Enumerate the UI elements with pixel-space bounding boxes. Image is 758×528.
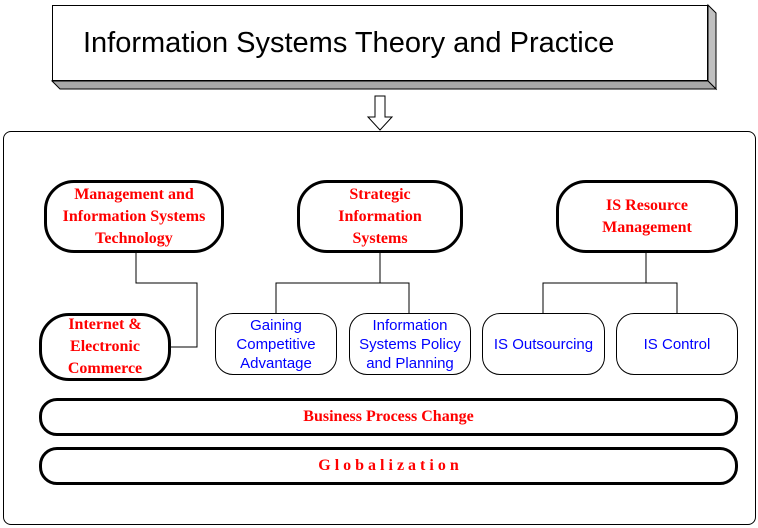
- title-shadow-right: [707, 3, 717, 91]
- node-management-technology: Management and Information Systems Techn…: [44, 180, 224, 253]
- node-strategic-systems: Strategic Information Systems: [297, 180, 463, 253]
- content-frame: [3, 131, 756, 525]
- node-policy-planning: Information Systems Policy and Planning: [349, 313, 471, 375]
- node-is-outsourcing: IS Outsourcing: [482, 313, 605, 375]
- bar-globalization: G l o b a l i z a t i o n: [39, 447, 738, 485]
- bar-business-process-change: Business Process Change: [39, 398, 738, 436]
- title-shadow-bottom: [50, 80, 718, 90]
- node-is-control: IS Control: [616, 313, 738, 375]
- node-is-resource-management: IS Resource Management: [556, 180, 738, 253]
- down-arrow-icon: [366, 95, 394, 131]
- connectors: [135, 253, 678, 348]
- node-internet-ecommerce: Internet & Electronic Commerce: [39, 313, 171, 381]
- title-box: Information Systems Theory and Practice: [52, 5, 708, 81]
- node-competitive-advantage: Gaining Competitive Advantage: [215, 313, 337, 375]
